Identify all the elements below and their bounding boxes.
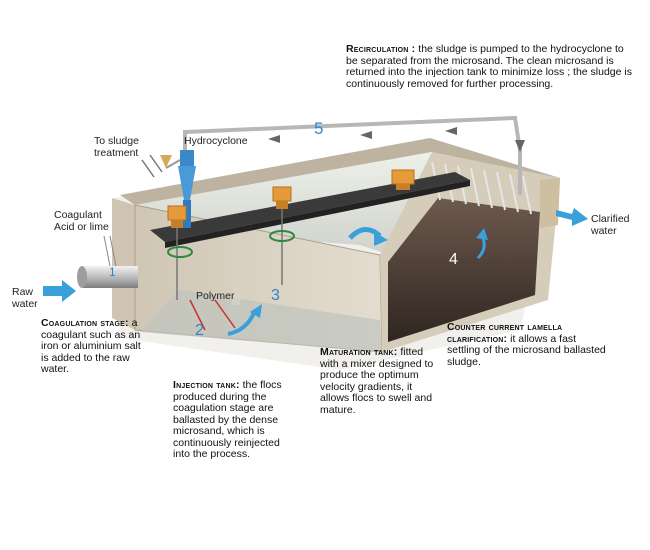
- hydrocyclone: [160, 150, 196, 228]
- to-sludge-treatment-label: To sludge treatment: [94, 135, 139, 159]
- maturation-mixer-motor: [269, 186, 295, 285]
- coagulation-text: a coagulant such as an iron or aluminium…: [41, 317, 141, 375]
- recirculation-caption: Recirculation : the sludge is pumped to …: [346, 43, 632, 90]
- counter-current-text: it allows a fast settling of the microsa…: [447, 332, 606, 368]
- walkway-beam: [150, 172, 470, 242]
- polymer-label: Polymer: [196, 290, 235, 302]
- sludge-outlet-lines: [141, 154, 163, 178]
- tank-floor: [140, 290, 382, 352]
- polymer-dosing-lines: [189, 299, 236, 331]
- maturation-heading: Maturation tank:: [320, 346, 398, 358]
- tank-left-wall: [112, 198, 135, 330]
- clarifier-scraper-motor: [391, 169, 415, 190]
- raw-water-pipe: [77, 266, 138, 288]
- clarified-outlet-box: [540, 178, 560, 228]
- coagulant-label: Coagulant Acid or lime: [54, 209, 109, 233]
- stage-number-3: 3: [271, 287, 280, 304]
- hydrocyclone-label: Hydrocyclone: [184, 135, 248, 147]
- recirculation-pipe: [183, 115, 522, 195]
- coagulation-caption: Coagulation stage: a coagulant such as a…: [41, 317, 149, 376]
- raw-water-arrow: [43, 280, 76, 302]
- injection-flow-arrowhead: [250, 304, 262, 318]
- counter-current-heading: Counter current lamella clarification:: [447, 321, 563, 345]
- maturation-text: fitted with a mixer designed to produce …: [320, 346, 434, 416]
- stage-number-4: 4: [449, 251, 458, 268]
- stage-number-5: 5: [314, 119, 324, 138]
- walkway-beam-edge: [165, 180, 470, 248]
- injection-heading: Injection tank:: [173, 379, 240, 391]
- maturation-flow-arrow: [348, 227, 382, 240]
- maturation-flow-arrowhead: [374, 232, 388, 246]
- clarifier-flow-arrowhead: [476, 228, 488, 240]
- injection-text: the flocs produced during the coagulatio…: [173, 379, 282, 460]
- tank-back-rim: [120, 138, 560, 205]
- clarifier-sludge: [388, 198, 540, 342]
- coagulation-heading: Coagulation stage:: [41, 317, 129, 329]
- injection-mixer-motor: [167, 205, 193, 300]
- raw-water-label: Raw water: [12, 286, 38, 310]
- tank-partition: [232, 222, 240, 305]
- injection-caption: Injection tank: the flocs produced durin…: [173, 379, 291, 461]
- recirculation-down-arrow: [515, 140, 525, 152]
- recirculation-heading: Recirculation :: [346, 43, 416, 55]
- stage-number-1: 1: [109, 265, 116, 279]
- clarified-water-label: Clarified water: [591, 213, 630, 237]
- recirculation-arrows: [268, 127, 457, 143]
- stage-number-2: 2: [195, 322, 204, 339]
- recirculation-text: the sludge is pumped to the hydrocyclone…: [346, 43, 632, 90]
- counter-current-caption: Counter current lamella clarification: i…: [447, 321, 609, 368]
- coagulant-lines: [103, 235, 117, 267]
- maturation-caption: Maturation tank: fitted with a mixer des…: [320, 346, 434, 416]
- clarified-water-arrow: [556, 208, 588, 226]
